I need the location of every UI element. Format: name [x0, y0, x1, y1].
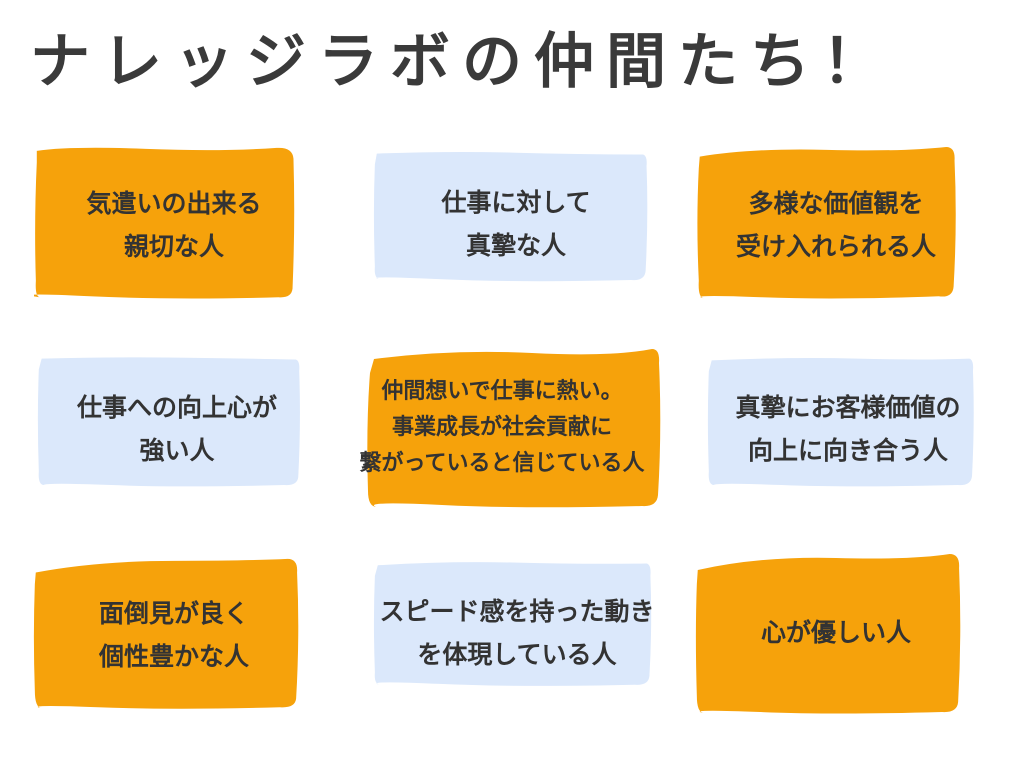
brush-shape [707, 357, 974, 487]
trait-card-ambitious: 仕事への向上心が 強い人 [36, 355, 318, 503]
card-text: 面倒見が良く 個性豊かな人 [99, 592, 249, 678]
card-text-line: 心が優しい人 [760, 618, 911, 647]
card-text: 心が優しい人 [761, 611, 911, 654]
card-text-line: 真摯な人 [465, 231, 566, 260]
trait-card-considerate: 気遣いの出来る 親切な人 [34, 145, 314, 305]
card-text-line: 向上に向き合う人 [747, 436, 948, 465]
card-text-line: 面倒見が良く [98, 599, 249, 628]
brush-shape [367, 349, 661, 508]
brush-shape [37, 357, 300, 487]
card-text-line: 仕事に対して [441, 188, 591, 217]
card-text-line: 強い人 [139, 436, 215, 465]
trait-card-sincere-work: 仕事に対して 真摯な人 [372, 150, 660, 298]
card-text-line: スピード感を持った動き [379, 596, 655, 626]
card-background [362, 345, 662, 510]
brush-fill [695, 554, 961, 714]
card-text-line: 親切な人 [123, 232, 224, 261]
card-background [696, 145, 976, 305]
brush-shape [695, 554, 961, 714]
card-background [372, 560, 662, 705]
card-text-line: を体現している人 [417, 639, 617, 669]
brush-shape [373, 151, 648, 282]
brush-shape [373, 562, 652, 686]
card-text: 多様な価値観を 受け入れられる人 [736, 182, 936, 268]
trait-card-customer-value: 真摯にお客様価値の 向上に向き合う人 [706, 355, 990, 503]
page-title: ナレッジラボの仲間たち！ [30, 27, 894, 97]
brush-fill [373, 151, 648, 282]
brush-shape [697, 146, 956, 299]
brush-shape [34, 147, 295, 299]
card-text-line: 気遣いの出来る [86, 189, 262, 218]
card-text: 真摯にお客様価値の 向上に向き合う人 [735, 386, 960, 472]
card-text-line: 事業成長が社会貢献に [391, 414, 612, 440]
card-background [372, 150, 660, 298]
brush-shape [33, 558, 299, 709]
card-text-line: 繋がっていると信じている人 [359, 450, 645, 476]
card-background [694, 550, 978, 715]
card-text-line: 受け入れられる人 [735, 232, 936, 261]
card-text: 気遣いの出来る 親切な人 [86, 182, 261, 268]
trait-card-kind: 心が優しい人 [694, 550, 978, 715]
card-text-line: 仕事への向上心が [76, 393, 277, 422]
brush-fill [33, 558, 299, 709]
brush-fill [707, 357, 974, 487]
brush-fill [34, 147, 295, 299]
card-text: 仕事に対して 真摯な人 [441, 181, 590, 267]
card-text-line: 多様な価値観を [748, 189, 924, 218]
brush-fill [697, 146, 956, 299]
card-text: 仲間想いで仕事に熱い。 事業成長が社会貢献に 繋がっていると信じている人 [360, 374, 645, 482]
card-text-line: 真摯にお客様価値の [735, 393, 961, 422]
brush-fill [367, 349, 661, 508]
card-text-line: 仲間想いで仕事に熱い。 [381, 378, 623, 404]
brush-fill [37, 357, 300, 487]
card-background [34, 145, 314, 305]
card-text-line: 個性豊かな人 [98, 642, 249, 671]
card-background [32, 555, 316, 715]
trait-card-speed: スピード感を持った動き を体現している人 [372, 560, 662, 705]
brush-fill [373, 562, 652, 686]
card-background [36, 355, 318, 503]
trait-card-caring: 面倒見が良く 個性豊かな人 [32, 555, 316, 715]
card-text: 仕事への向上心が 強い人 [77, 386, 277, 472]
card-background [706, 355, 990, 503]
trait-card-passionate: 仲間想いで仕事に熱い。 事業成長が社会貢献に 繋がっていると信じている人 [360, 345, 662, 510]
trait-card-diverse-values: 多様な価値観を 受け入れられる人 [696, 145, 976, 305]
card-text: スピード感を持った動き を体現している人 [379, 590, 654, 676]
